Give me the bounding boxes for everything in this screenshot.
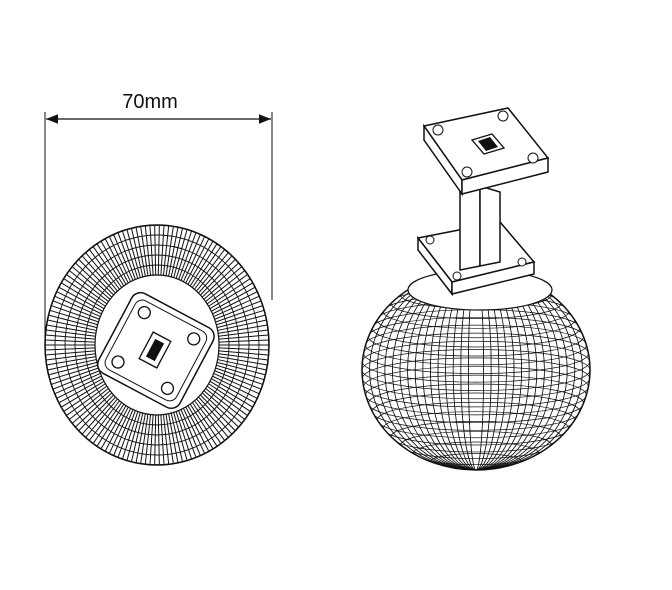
bolt-hole: [497, 110, 509, 122]
bolt-hole: [137, 305, 151, 320]
bolt-hole: [425, 235, 435, 245]
bolt-hole: [432, 124, 444, 136]
bolt-hole: [160, 381, 175, 395]
bolt-hole: [517, 257, 527, 267]
dimension-annotation: 70mm: [44, 91, 273, 340]
bolt-hole: [461, 166, 473, 178]
bolt-hole: [527, 152, 539, 164]
waveguide-column: [459, 184, 501, 271]
bolt-hole: [452, 271, 462, 281]
bolt-hole: [187, 332, 201, 346]
upper-flange: [422, 107, 550, 197]
isometric-view: [361, 107, 591, 471]
bolt-hole: [111, 355, 125, 369]
radiating-element-pattern: [45, 225, 269, 465]
top-view-flange: [96, 291, 215, 410]
lower-flange: [416, 221, 536, 297]
dimension-label: 70mm: [122, 91, 178, 113]
top-view: [44, 224, 270, 466]
